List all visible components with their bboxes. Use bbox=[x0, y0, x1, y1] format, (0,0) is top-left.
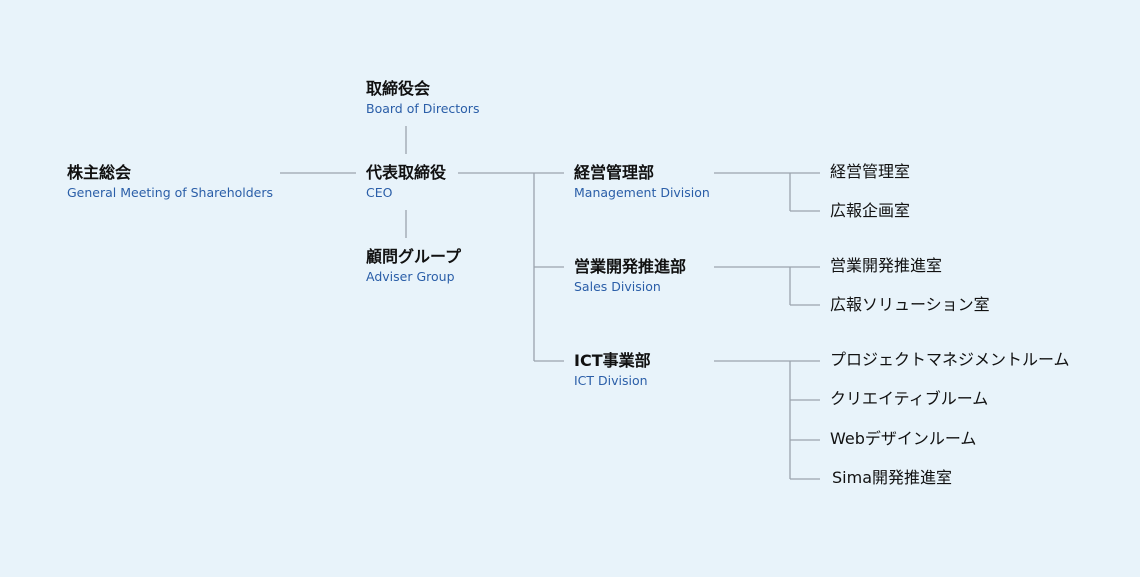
node-subtitle: General Meeting of Shareholders bbox=[67, 185, 274, 200]
node-title: 経営管理部 bbox=[574, 163, 655, 182]
node-title: 営業開発推進部 bbox=[574, 257, 687, 276]
node-subtitle: Adviser Group bbox=[366, 269, 455, 284]
node-shareholders: 株主総会 General Meeting of Shareholders bbox=[67, 163, 273, 201]
node-board: 取締役会 Board of Directors bbox=[366, 79, 479, 117]
node-subtitle: Management Division bbox=[574, 185, 710, 200]
unit-pr-planning-office: 広報企画室 bbox=[830, 201, 911, 220]
node-title: 取締役会 bbox=[366, 79, 431, 98]
node-title: ICT事業部 bbox=[574, 351, 651, 370]
node-title: 株主総会 bbox=[67, 163, 132, 182]
node-sales: 営業開発推進部 Sales Division bbox=[574, 257, 686, 295]
unit-pr-solution-office: 広報ソリューション室 bbox=[830, 295, 990, 314]
unit-web-design-room: Webデザインルーム bbox=[830, 429, 977, 448]
unit-sales-dev-office: 営業開発推進室 bbox=[830, 256, 943, 275]
unit-management-office: 経営管理室 bbox=[830, 162, 911, 181]
node-title: 代表取締役 bbox=[366, 163, 447, 182]
node-subtitle: Sales Division bbox=[574, 279, 661, 294]
node-subtitle: CEO bbox=[366, 185, 393, 200]
node-subtitle: ICT Division bbox=[574, 373, 648, 388]
unit-sima-dev-office: Sima開発推進室 bbox=[832, 468, 952, 487]
node-ceo: 代表取締役 CEO bbox=[366, 163, 446, 201]
node-adviser: 顧問グループ Adviser Group bbox=[366, 247, 461, 285]
node-management: 経営管理部 Management Division bbox=[574, 163, 710, 201]
node-ict: ICT事業部 ICT Division bbox=[574, 351, 651, 389]
unit-creative-room: クリエイティブルーム bbox=[830, 389, 989, 408]
node-subtitle: Board of Directors bbox=[366, 101, 480, 116]
node-title: 顧問グループ bbox=[366, 247, 462, 266]
unit-project-management-room: プロジェクトマネジメントルーム bbox=[830, 350, 1070, 369]
